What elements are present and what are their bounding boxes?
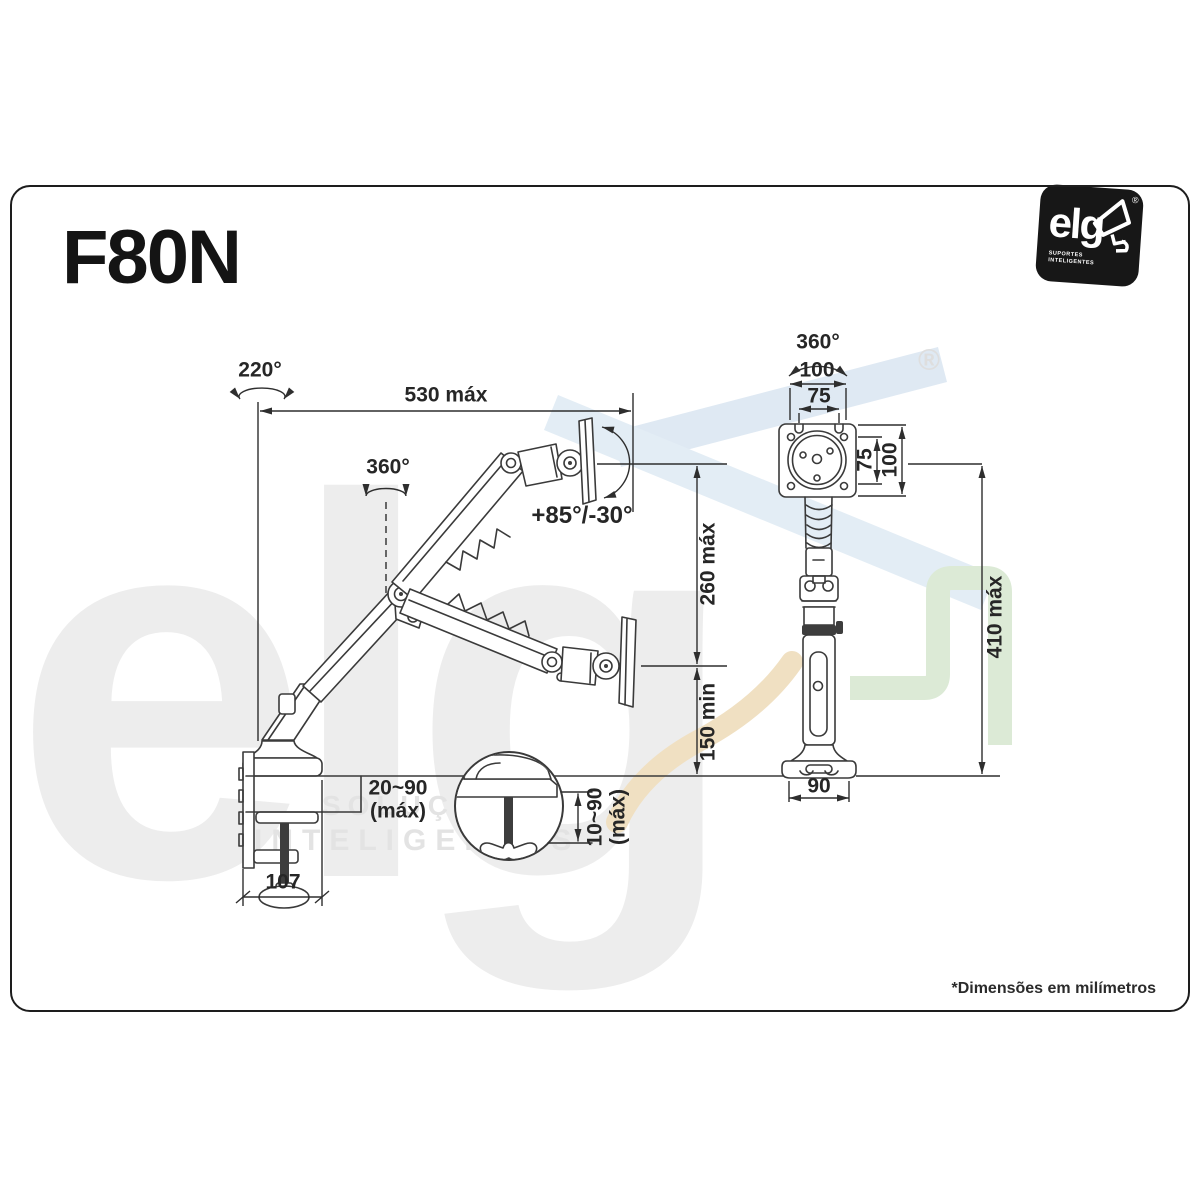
head-bracket-upper [517, 443, 563, 487]
dim-label-lift-max: 260 máx [696, 522, 720, 606]
base-flare [246, 740, 318, 759]
side-view-drawing [238, 417, 790, 909]
dim-label-vesa-rotation: 360° [796, 330, 840, 354]
desk-cross-section [456, 778, 558, 798]
gas-arm-raised [391, 452, 524, 601]
clamp-screw-section [504, 797, 513, 845]
side-view-dimensions [229, 387, 727, 906]
head-bracket-lower [560, 646, 599, 686]
dim-label-vesa-width: 75 [807, 384, 831, 408]
arm-rotation-icon [362, 483, 410, 497]
dim-label-plate-height: 100 [878, 442, 902, 478]
dim-label-lift-min: 150 min [696, 682, 720, 762]
front-view-drawing [778, 423, 857, 779]
watermark-registered-mark: ® [918, 344, 941, 377]
vesa-plate-lower [618, 616, 637, 708]
clamp-detail-view [454, 751, 593, 861]
spring-serration-upper [445, 528, 511, 571]
cable-clip [278, 693, 296, 715]
front-view-dimensions [788, 365, 1000, 802]
base-skirt [242, 757, 323, 777]
wing-nut [479, 841, 538, 859]
dim-label-column-height: 410 máx [983, 575, 1007, 659]
forearm [302, 589, 410, 703]
watermark-green-bracket [850, 566, 1012, 745]
dim-label-tilt: +85°/-30° [531, 502, 633, 530]
dim-label-base-depth: 107 [265, 870, 301, 894]
megaphone-icon [1092, 199, 1131, 253]
dim-label-vesa-height: 75 [853, 448, 877, 472]
brand-logo-tagline: SUPORTES INTELIGENTES [1047, 250, 1095, 267]
dim-label-arm-rotation: 360° [366, 455, 410, 479]
watermark-cone-bottom-band [544, 395, 995, 610]
brand-logo: elg SUPORTES INTELIGENTES ® [1034, 183, 1145, 288]
clamp-ring [802, 625, 836, 635]
clamp-range-value: 20~90 [368, 776, 428, 800]
spring-serration-lower [447, 593, 530, 637]
clamp-pad [255, 811, 319, 824]
dim-label-plate-width: 100 [799, 358, 835, 382]
swivel-rotation-icon [229, 387, 295, 400]
dim-label-swivel: 220° [238, 358, 282, 382]
clamp-screw [280, 823, 289, 885]
rotation-hub [787, 430, 847, 490]
dim-label-base-width: 90 [807, 774, 831, 798]
detail-range-value: 10~90 [583, 787, 607, 847]
vesa-rotation-arc [788, 365, 848, 377]
units-footnote: *Dimensões em milímetros [951, 980, 1156, 997]
dim-label-clamp-range: 20~90 (máx) [369, 777, 428, 822]
watermark-cone-top-band [612, 347, 947, 467]
clamp-back-plate [242, 751, 255, 869]
column-base [781, 760, 857, 779]
tilt-arc [601, 426, 631, 499]
clamp-bottom-arm [253, 849, 299, 864]
dim-label-detail-range: 10~90 (máx) [583, 787, 629, 847]
gas-arm-lowered [399, 588, 558, 674]
page-title: F80N [62, 215, 242, 300]
dim-label-reach: 530 máx [404, 383, 488, 407]
clamp-range-unit: (máx) [369, 799, 427, 822]
detail-range-unit: (máx) [606, 788, 629, 846]
